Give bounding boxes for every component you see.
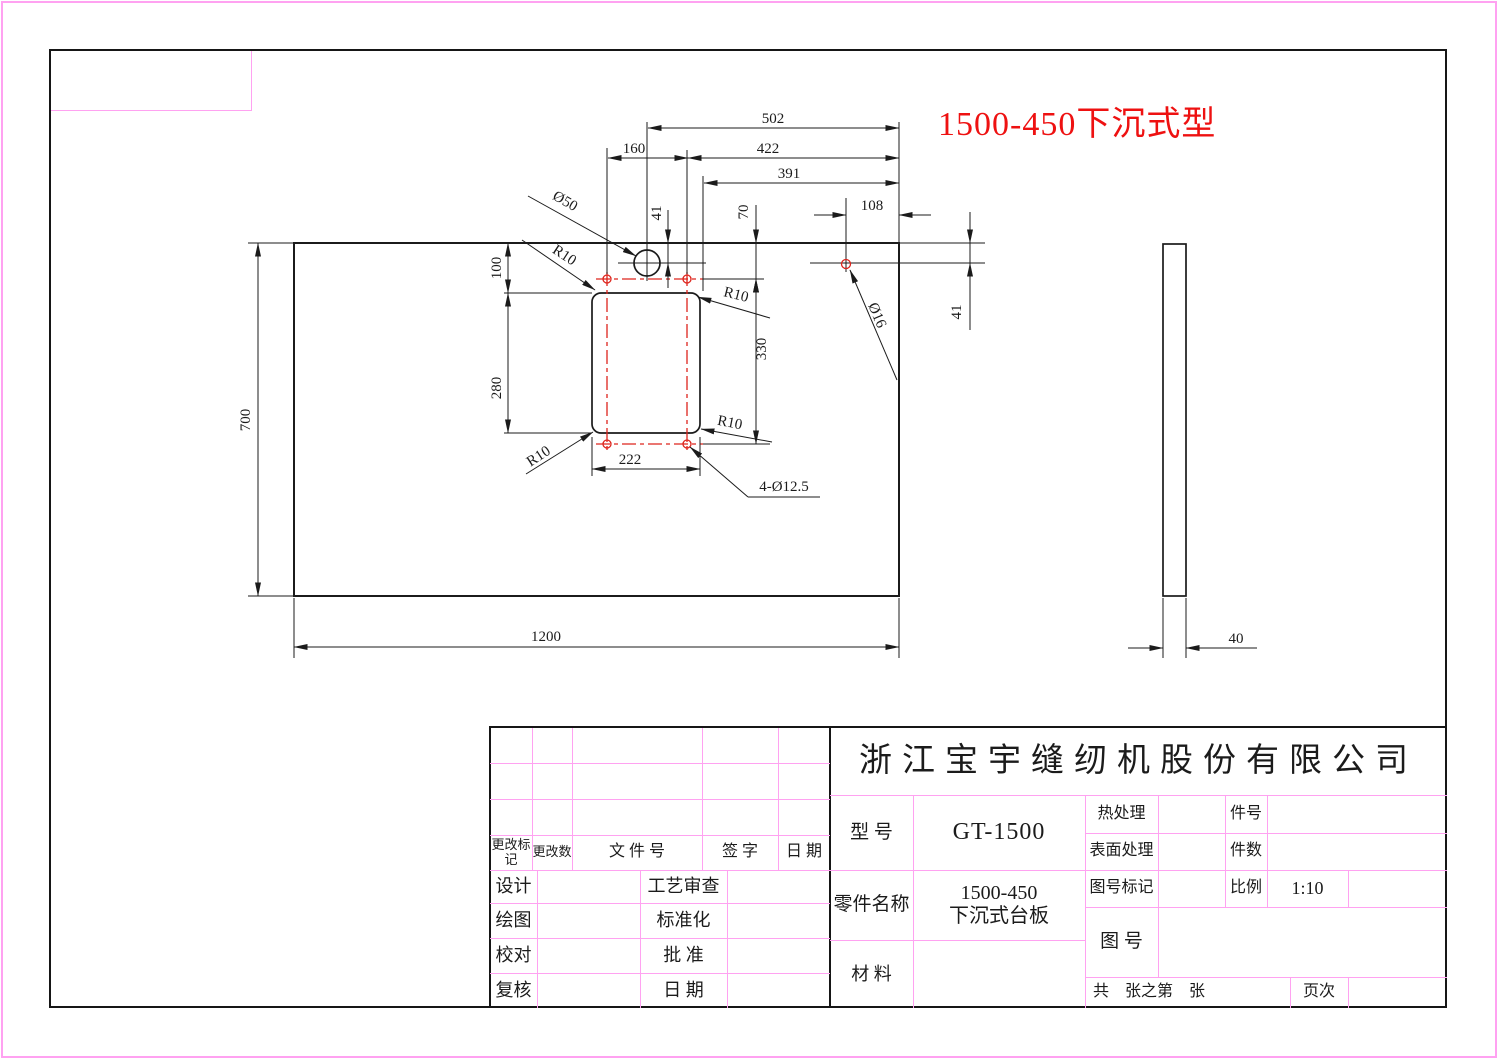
- leader-r10-tr: [697, 296, 771, 319]
- process-audit-label: 工艺审查: [647, 876, 720, 897]
- rev-num-label: 更改数: [532, 844, 572, 860]
- dim-41-left: 41: [649, 206, 665, 221]
- proof-label: 校对: [495, 945, 532, 966]
- dwg-mark-label: 图号标记: [1089, 879, 1154, 897]
- leader-r10-tl: [521, 239, 596, 291]
- dimension-texts: 502 422 160 391 108 1200 222 40 700 100 …: [238, 111, 1244, 647]
- model-value: GT-1500: [952, 818, 1046, 845]
- dwg-no-label: 图 号: [1100, 931, 1143, 953]
- drawing-title-note: 1500-450下沉式型: [938, 106, 1217, 143]
- part-name-label: 零件名称: [833, 894, 910, 916]
- dim-280: 280: [489, 377, 505, 400]
- design-label: 设计: [495, 876, 532, 897]
- side-view-outline: [1162, 243, 1187, 597]
- side-view: [1128, 243, 1257, 658]
- front-view: [248, 198, 985, 597]
- label-dia16: Ø16: [864, 300, 889, 330]
- draft-label: 绘图: [495, 910, 532, 931]
- leader-corner-holes: [689, 446, 749, 498]
- red-centerlines-and-holes: [596, 258, 852, 451]
- corner-hole: [602, 439, 612, 449]
- dim-160: 160: [623, 141, 646, 157]
- review-label: 复核: [495, 980, 532, 1001]
- date-row-label: 日 期: [663, 980, 704, 1001]
- dim-222: 222: [619, 452, 642, 468]
- scale-label: 比例: [1229, 879, 1262, 897]
- sheets-label: 共 张之第 张: [1093, 983, 1206, 1001]
- title-corner-box: [51, 51, 252, 111]
- dim-1200: 1200: [531, 629, 561, 645]
- part-qty-label: 件数: [1229, 842, 1262, 860]
- approval-label: 批 准: [663, 945, 704, 966]
- heat-treat-label: 热处理: [1097, 804, 1146, 822]
- hole-dia16: [840, 258, 852, 270]
- material-label: 材 料: [851, 963, 892, 984]
- dim-502: 502: [762, 111, 785, 127]
- part-name-line1: 1500-450: [960, 882, 1038, 904]
- company-name: 浙江宝宇缝纫机股份有限公司: [859, 742, 1418, 779]
- dim-391: 391: [778, 166, 801, 182]
- dim-70: 70: [736, 205, 752, 220]
- dim-422: 422: [757, 141, 780, 157]
- label-r10-tl: R10: [549, 242, 579, 269]
- page-label: 页次: [1302, 983, 1335, 1001]
- label-r10-tr: R10: [722, 284, 750, 306]
- drawing-frame: [49, 49, 1447, 1008]
- dimensions: [255, 122, 973, 658]
- dim-700: 700: [238, 409, 254, 432]
- surface-treat-label: 表面处理: [1089, 842, 1154, 860]
- corner-hole: [682, 274, 692, 284]
- dim-41-right: 41: [949, 305, 965, 320]
- dim-108: 108: [861, 198, 884, 214]
- part-name-value: 1500-450 下沉式台板: [913, 870, 1085, 940]
- dim-40: 40: [1229, 631, 1244, 647]
- part-name-line2: 下沉式台板: [949, 905, 1049, 927]
- plate-outline: [293, 242, 900, 597]
- dim-330: 330: [754, 338, 770, 361]
- dim-100: 100: [489, 257, 505, 280]
- file-no-label: 文 件 号: [608, 843, 665, 861]
- standardization-label: 标准化: [656, 910, 711, 931]
- corner-hole: [682, 439, 692, 449]
- cutout-outline: [591, 292, 701, 434]
- leader-dia50: [527, 195, 637, 257]
- leader-r10-br: [700, 428, 773, 443]
- sign-label: 签 字: [721, 843, 758, 861]
- label-r10-bl: R10: [524, 443, 554, 470]
- rev-mark-label: 更改标记: [491, 836, 531, 867]
- leader-dia16: [849, 269, 898, 381]
- label-corner-holes: 4-Ø12.5: [759, 479, 809, 495]
- scale-value: 1:10: [1291, 878, 1324, 899]
- corner-hole: [602, 274, 612, 284]
- leader-r10-bl: [525, 431, 594, 475]
- model-label: 型 号: [850, 821, 893, 843]
- label-r10-br: R10: [716, 413, 744, 433]
- date-label: 日 期: [785, 843, 822, 861]
- part-no-label: 件号: [1229, 804, 1262, 822]
